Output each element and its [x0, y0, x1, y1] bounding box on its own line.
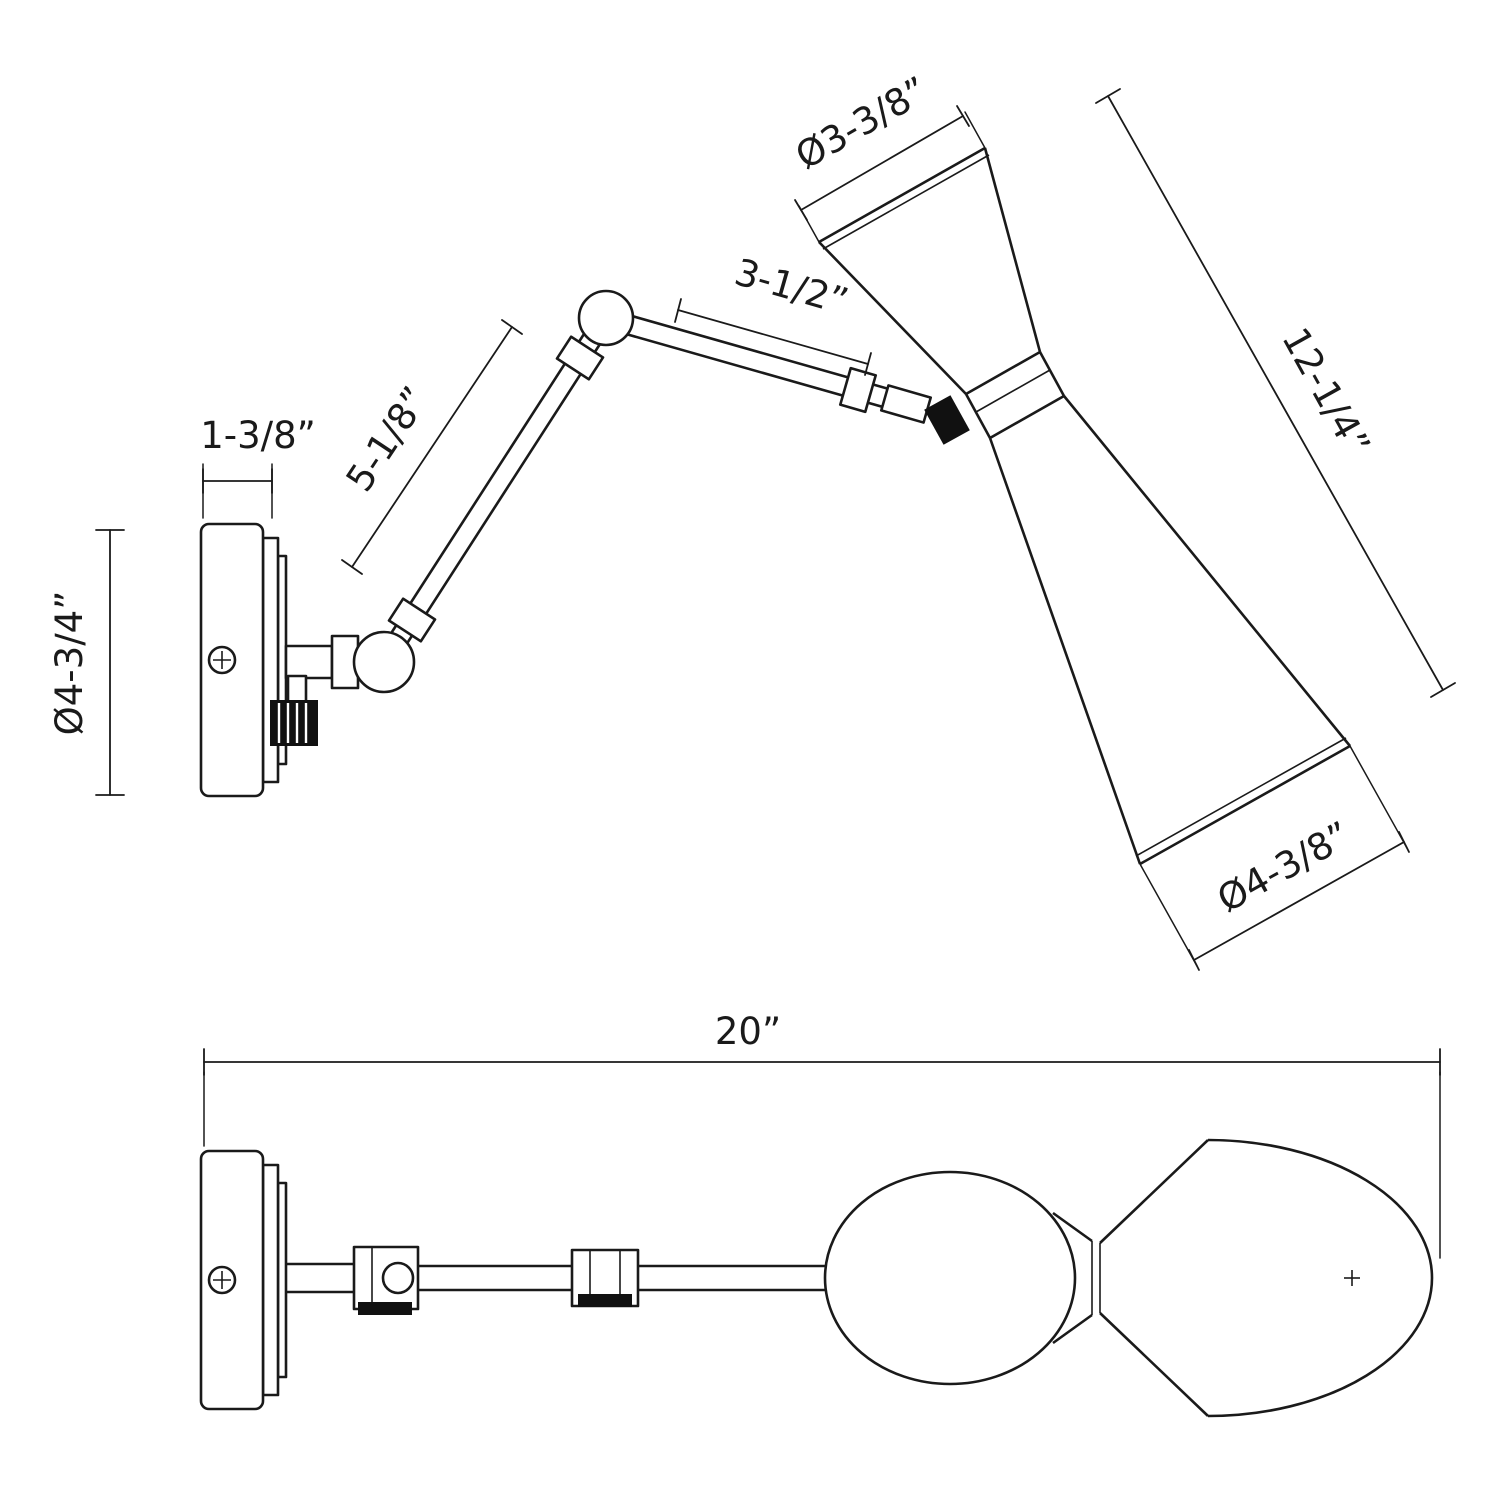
- dim-label-backplate-diameter: Ø4-3/4”: [48, 591, 91, 736]
- dim-shade-bottom-diameter: Ø4-3/8”: [1139, 745, 1410, 971]
- dim-backplate-depth: 1-3/8”: [200, 414, 316, 519]
- plate-body: [199, 1149, 265, 1411]
- arm-collar-2: [555, 335, 605, 381]
- dim-label-shade-length: 12-1/4”: [1273, 321, 1378, 464]
- arm-collar-3: [838, 366, 878, 414]
- dim-shade-top-diameter: Ø3-3/8”: [788, 68, 986, 243]
- mounting-screw-icon: [207, 645, 237, 675]
- arm-collar-1: [387, 597, 437, 643]
- plate-stem: [284, 644, 334, 680]
- shade-upper-cone: [818, 146, 1042, 395]
- dim-shade-length: 12-1/4”: [1095, 88, 1456, 698]
- ball-joint-upper: [577, 289, 635, 347]
- side-view: 1-3/8” Ø4-3/4” 5-1/8” 3-1/2”: [48, 68, 1456, 971]
- plate-body: [199, 522, 265, 798]
- shade-waist-band: [964, 350, 1066, 440]
- shade-rim-arc: [1207, 1138, 1434, 1418]
- shade-upper-cone-bottom: [823, 1170, 1077, 1386]
- dim-backplate-diameter: Ø4-3/4”: [48, 529, 125, 796]
- knurled-knob: [270, 674, 318, 746]
- dim-label-upper-arm-length: 3-1/2”: [730, 250, 853, 323]
- mounting-screw-icon: [207, 1265, 237, 1295]
- arm-joint-1: [352, 1245, 420, 1315]
- wall-plate-side: [199, 522, 360, 798]
- shade-side: [818, 146, 1352, 866]
- lower-arm: [388, 333, 602, 646]
- shade-clamp: [924, 395, 970, 445]
- dim-label-backplate-depth: 1-3/8”: [200, 414, 316, 457]
- ball-joint-lower: [352, 630, 416, 694]
- arm-bracket: [330, 634, 360, 690]
- bottom-view: 20”: [199, 1010, 1441, 1418]
- side-view-dimensions: 1-3/8” Ø4-3/4” 5-1/8” 3-1/2”: [48, 68, 1456, 971]
- shade-bottom: [823, 1138, 1434, 1418]
- shade-lower-cone: [988, 395, 1352, 866]
- dim-label-shade-top-diameter: Ø3-3/8”: [788, 68, 935, 178]
- swing-arm-side: [352, 289, 970, 694]
- dim-label-shade-bottom-diameter: Ø4-3/8”: [1210, 813, 1357, 921]
- wall-plate-bottom: [199, 1149, 288, 1411]
- plate-flange: [261, 1163, 280, 1397]
- center-mark-icon: [1344, 1270, 1360, 1286]
- dim-overall-extension: 20”: [203, 1010, 1441, 1259]
- dim-label-lower-arm-length: 5-1/8”: [338, 379, 438, 499]
- dim-label-overall-extension: 20”: [715, 1010, 781, 1053]
- shade-link: [879, 384, 933, 424]
- arm-joint-2: [570, 1248, 640, 1308]
- swing-arm-bottom: [286, 1245, 828, 1315]
- dim-lower-arm-length: 5-1/8”: [338, 319, 523, 575]
